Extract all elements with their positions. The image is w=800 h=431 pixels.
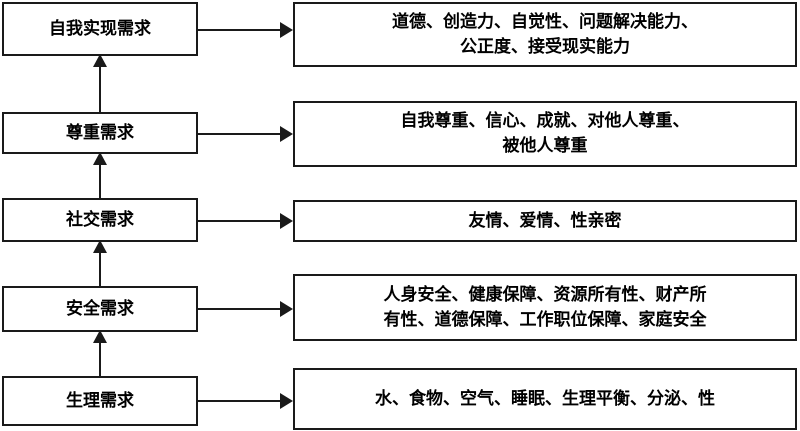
description-text: 水、食物、空气、睡眠、生理平衡、分泌、性 bbox=[375, 387, 715, 412]
description-text: 友情、爱情、性亲密 bbox=[469, 209, 622, 234]
description-line: 公正度、接受现实能力 bbox=[460, 36, 630, 57]
up-arrow bbox=[93, 152, 107, 198]
description-line: 有性、道德保障、工作职位保障、家庭安全 bbox=[383, 309, 707, 330]
need-label: 自我实现需求 bbox=[49, 18, 151, 39]
need-label: 尊重需求 bbox=[66, 122, 134, 143]
description-line: 水、食物、空气、睡眠、生理平衡、分泌、性 bbox=[375, 388, 715, 409]
description-line: 被他人尊重 bbox=[502, 136, 588, 156]
need-label: 社交需求 bbox=[66, 209, 134, 230]
description-text: 自我尊重、信心、成就、对他人尊重、 被他人尊重 bbox=[401, 109, 690, 158]
description-line: 友情、爱情、性亲密 bbox=[468, 210, 622, 231]
need-box-self-actualization: 自我实现需求 bbox=[2, 2, 198, 56]
description-line: 人身安全、健康保障、资源所有性、财产所 bbox=[383, 284, 707, 305]
need-box-physiological: 生理需求 bbox=[2, 376, 198, 426]
up-arrow bbox=[93, 54, 107, 112]
description-line: 自我尊重、信心、成就、对他人尊重、 bbox=[400, 111, 690, 132]
up-arrow bbox=[93, 330, 107, 376]
need-label: 安全需求 bbox=[66, 298, 134, 319]
description-box-social: 友情、爱情、性亲密 bbox=[293, 200, 797, 242]
description-box-esteem: 自我尊重、信心、成就、对他人尊重、 被他人尊重 bbox=[293, 101, 797, 167]
need-box-esteem: 尊重需求 bbox=[2, 112, 198, 154]
description-box-physiological: 水、食物、空气、睡眠、生理平衡、分泌、性 bbox=[293, 368, 797, 430]
need-label: 生理需求 bbox=[66, 390, 134, 411]
description-text: 人身安全、健康保障、资源所有性、财产所 有性、道德保障、工作职位保障、家庭安全 bbox=[384, 283, 707, 332]
description-text: 道德、创造力、自觉性、问题解决能力、 公正度、接受现实能力 bbox=[392, 10, 698, 59]
description-box-self-actualization: 道德、创造力、自觉性、问题解决能力、 公正度、接受现实能力 bbox=[293, 2, 797, 67]
description-box-safety: 人身安全、健康保障、资源所有性、财产所 有性、道德保障、工作职位保障、家庭安全 bbox=[293, 274, 797, 341]
need-box-safety: 安全需求 bbox=[2, 286, 198, 332]
need-box-social: 社交需求 bbox=[2, 198, 198, 242]
up-arrow bbox=[93, 240, 107, 286]
description-line: 道德、创造力、自觉性、问题解决能力、 bbox=[392, 11, 698, 32]
